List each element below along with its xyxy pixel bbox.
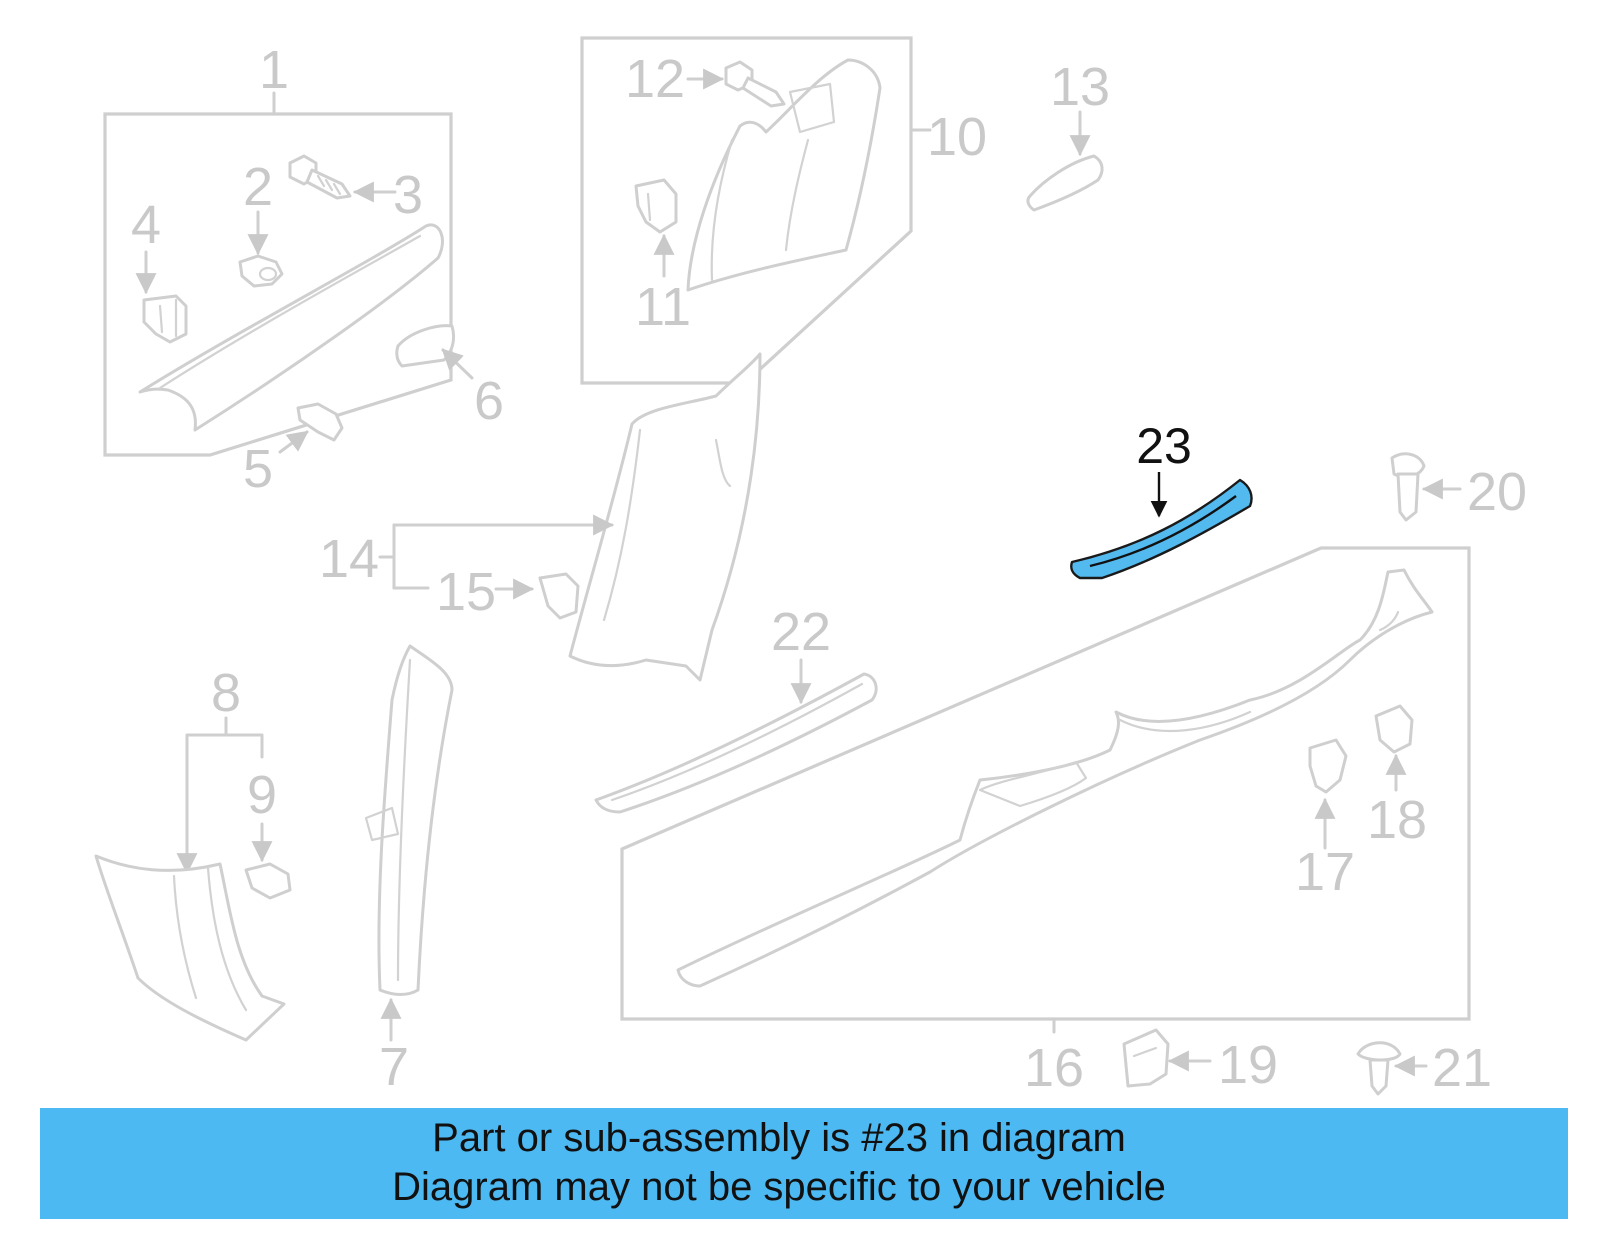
part-9-clip: [244, 862, 292, 900]
part-1-pillar-trim: [138, 223, 444, 432]
callout-17: 17: [1295, 842, 1355, 902]
callout-19: 19: [1218, 1035, 1278, 1095]
group-box-16: [620, 546, 1471, 1034]
callout-12: 12: [625, 49, 685, 109]
callout-20: 20: [1467, 462, 1527, 522]
part-7-pillar-trim: [364, 644, 454, 996]
part-13-trim: [1026, 154, 1104, 212]
part-21-push-pin: [1356, 1041, 1402, 1096]
callout-13: 13: [1050, 57, 1110, 117]
part-19-retainer: [1122, 1028, 1170, 1088]
part-15-retainer: [538, 572, 580, 620]
group-box-10: [580, 36, 932, 385]
part-23-door-sill-plate[interactable]: [1070, 478, 1253, 580]
part-22-sill-strip: [594, 672, 878, 814]
callout-23: 23: [1136, 418, 1192, 474]
part-16-scuff-plate: [676, 568, 1434, 988]
part-11-retainer: [634, 178, 678, 234]
part-8-kick-panel: [94, 854, 286, 1042]
callout-18: 18: [1367, 790, 1427, 850]
callout-1: 1: [259, 40, 289, 100]
part-17-clip: [1308, 738, 1348, 794]
part-14-b-pillar: [568, 352, 762, 682]
part-12-bolt: [724, 60, 786, 108]
callout-9: 9: [247, 765, 277, 825]
info-banner: Part or sub-assembly is #23 in diagram D…: [40, 1108, 1568, 1219]
part-2-clip: [238, 254, 284, 288]
callout-11: 11: [635, 277, 691, 337]
bracket-8-9: [176, 716, 264, 875]
callout-2: 2: [243, 157, 273, 217]
callout-21: 21: [1432, 1038, 1492, 1098]
callout-5: 5: [243, 439, 273, 499]
part-6-cap: [395, 324, 456, 368]
bracket-14-15: [378, 514, 615, 590]
callout-4: 4: [131, 195, 161, 255]
part-20-screw: [1390, 452, 1426, 522]
callout-7: 7: [379, 1037, 409, 1097]
callout-6: 6: [474, 371, 504, 431]
banner-line-2: Diagram may not be specific to your vehi…: [392, 1165, 1166, 1209]
callout-8: 8: [211, 663, 241, 723]
part-10-upper-trim: [686, 58, 882, 292]
callout-14: 14: [319, 529, 379, 589]
part-3-screw: [288, 154, 352, 200]
callout-3: 3: [393, 165, 423, 225]
part-18-retainer: [1374, 704, 1414, 754]
callout-16: 16: [1024, 1038, 1084, 1098]
part-4-retainer: [142, 294, 188, 344]
callout-15: 15: [436, 562, 496, 622]
banner-line-1: Part or sub-assembly is #23 in diagram: [432, 1116, 1126, 1160]
callout-10: 10: [927, 107, 987, 167]
callout-22: 22: [771, 602, 831, 662]
part-5-clip: [296, 402, 344, 442]
